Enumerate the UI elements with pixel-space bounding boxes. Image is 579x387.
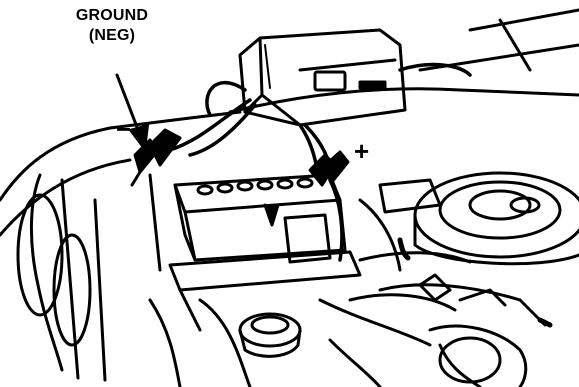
car-fender: [0, 110, 242, 382]
car-battery: [173, 173, 347, 264]
ground-arrow: [115, 73, 149, 151]
ground-label-line1: GROUND: [75, 7, 149, 24]
ground-label-line2: (NEG): [88, 27, 136, 44]
lower-hoses: [148, 298, 528, 387]
positive-terminal-sign: +: [354, 136, 370, 166]
engine-components: [348, 198, 553, 328]
radiator-cap: [238, 312, 302, 358]
air-cleaner: [378, 171, 579, 266]
negative-terminal-sign: −: [116, 114, 132, 144]
battery-charger: [238, 28, 407, 127]
battery-tray: [168, 250, 362, 332]
negative-clamp: [130, 128, 182, 187]
ground-callout-label: GROUND (NEG): [52, 6, 172, 46]
